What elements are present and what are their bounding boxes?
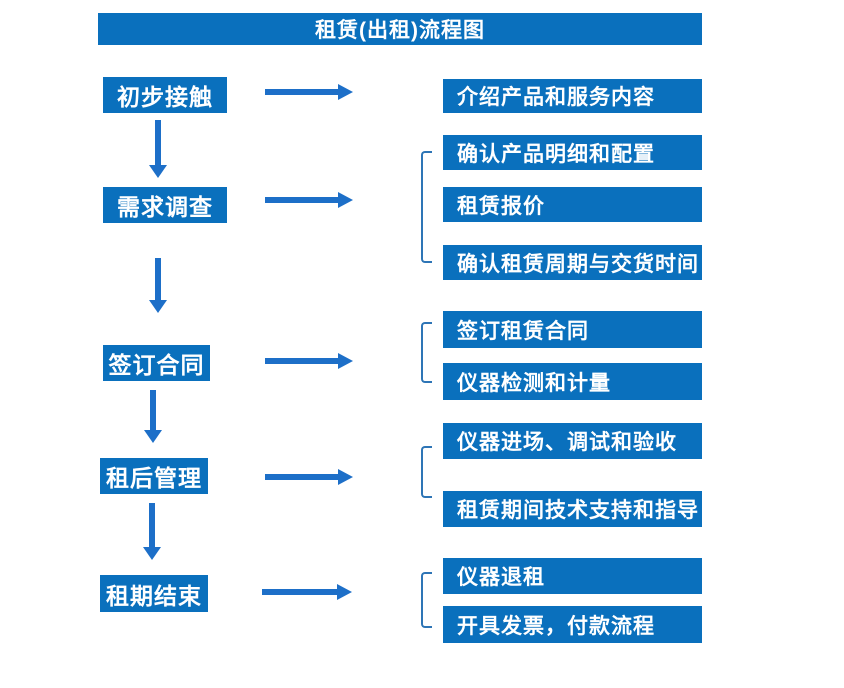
arrow-right-icon bbox=[262, 584, 352, 600]
arrow-right-icon bbox=[265, 192, 353, 208]
detail-box: 签订租赁合同 bbox=[443, 311, 702, 348]
detail-box: 开具发票，付款流程 bbox=[443, 606, 702, 643]
detail-box: 仪器退租 bbox=[443, 558, 702, 594]
group-bracket-sign-contract bbox=[421, 322, 432, 383]
detail-box: 租赁报价 bbox=[443, 187, 702, 222]
group-bracket-demand-survey bbox=[421, 151, 432, 263]
arrow-right-icon bbox=[265, 84, 353, 100]
detail-box: 介绍产品和服务内容 bbox=[443, 79, 702, 113]
arrow-down-icon bbox=[144, 390, 162, 443]
step-box-rental-end: 租期结束 bbox=[100, 575, 208, 612]
detail-box: 确认产品明细和配置 bbox=[443, 135, 702, 170]
detail-box: 仪器进场、调试和验收 bbox=[443, 423, 702, 459]
diagram-title: 租赁(出租)流程图 bbox=[98, 13, 702, 45]
arrow-right-icon bbox=[265, 353, 353, 369]
arrow-right-icon bbox=[265, 469, 353, 485]
step-box-sign-contract: 签订合同 bbox=[103, 345, 210, 381]
detail-box: 仪器检测和计量 bbox=[443, 363, 702, 400]
detail-box: 租赁期间技术支持和指导 bbox=[443, 491, 702, 527]
arrow-down-icon bbox=[149, 120, 167, 178]
step-box-demand-survey: 需求调查 bbox=[103, 187, 227, 223]
arrow-down-icon bbox=[149, 258, 167, 313]
step-box-initial-contact: 初步接触 bbox=[103, 77, 227, 113]
group-bracket-post-rental bbox=[421, 446, 432, 498]
arrow-down-icon bbox=[143, 503, 161, 560]
detail-box: 确认租赁周期与交货时间 bbox=[443, 245, 702, 280]
group-bracket-rental-end bbox=[421, 572, 432, 628]
step-box-post-rental-management: 租后管理 bbox=[100, 458, 208, 494]
